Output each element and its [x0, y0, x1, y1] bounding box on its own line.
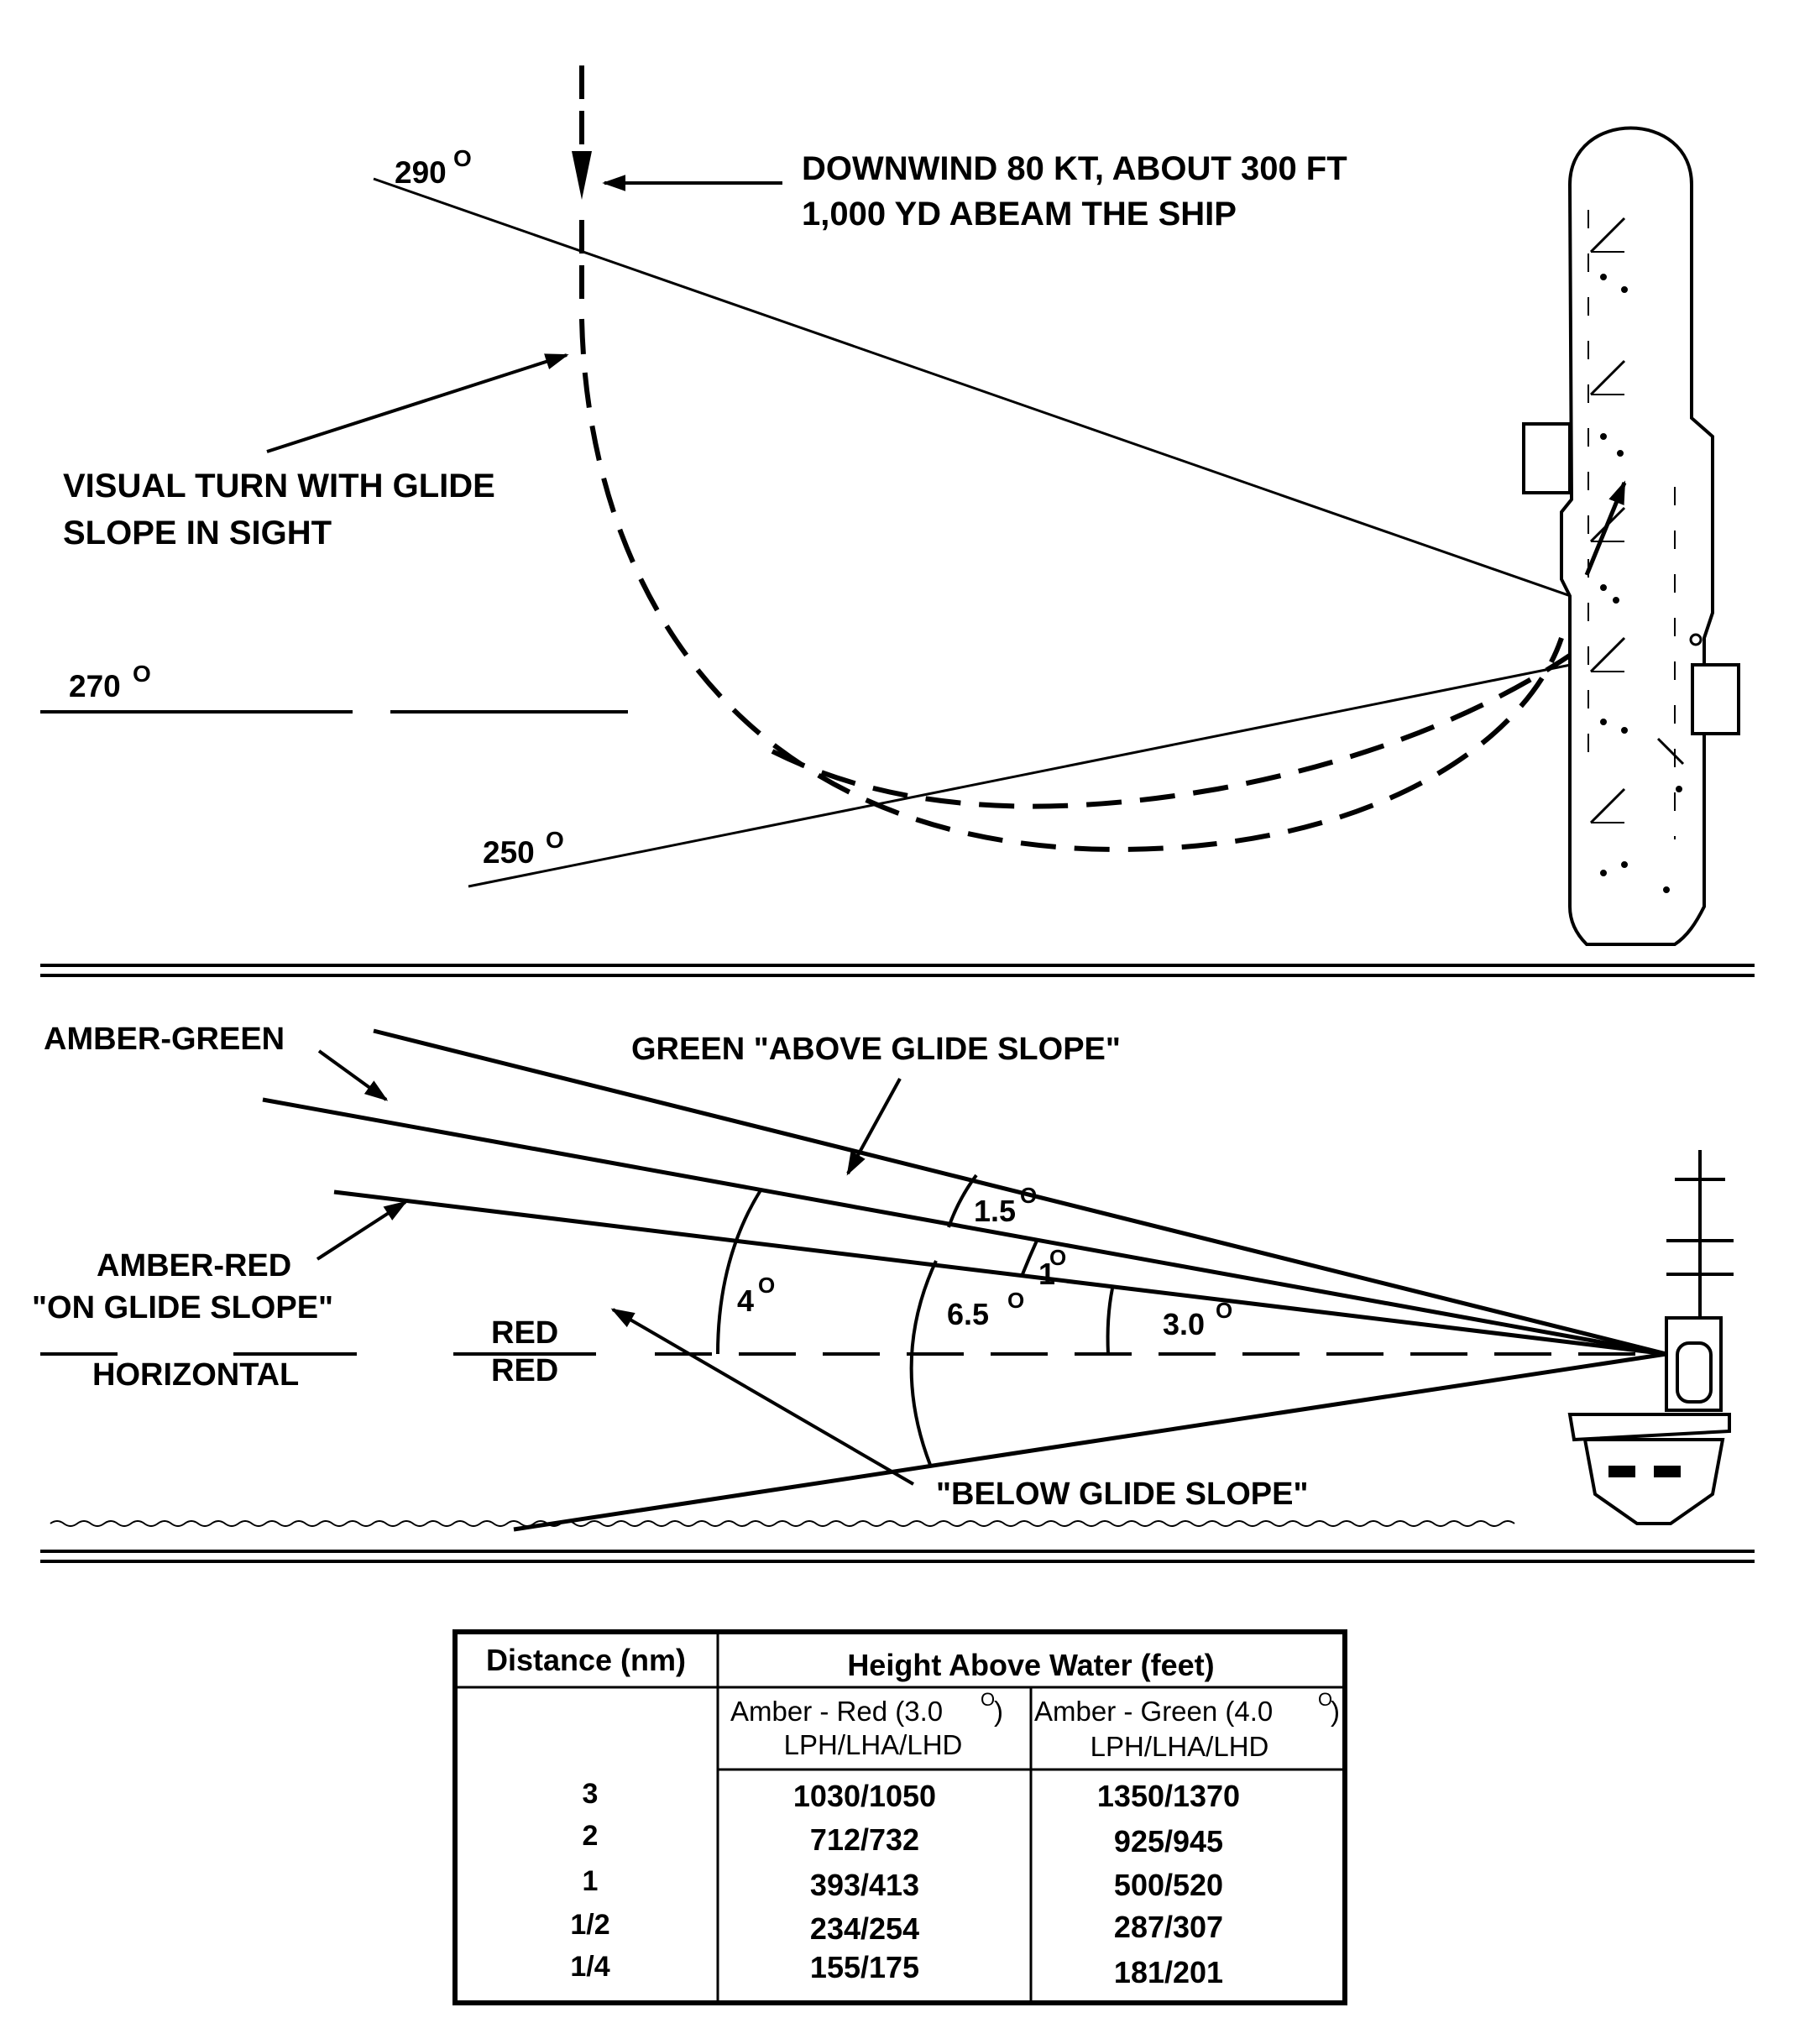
- table-cell-amber-green: 500/520: [1114, 1868, 1223, 1902]
- water-line: [50, 1520, 1515, 1527]
- inner-turn-path: [771, 635, 1597, 809]
- table-cell-amber-red: 712/732: [810, 1822, 919, 1857]
- table-cell-amber-green: 925/945: [1114, 1824, 1223, 1858]
- separator-top: [40, 964, 1755, 977]
- degree-mark: O: [1007, 1288, 1024, 1313]
- degree-mark: O: [1049, 1245, 1066, 1270]
- table-cell-distance: 2: [583, 1820, 599, 1852]
- visual-turn-path: [579, 318, 1564, 853]
- distance-header: Distance (nm): [486, 1643, 686, 1677]
- side-view-labels: AMBER-GREEN GREEN "ABOVE GLIDE SLOPE" AM…: [32, 1022, 1309, 1512]
- degree-mark: O: [1020, 1183, 1037, 1208]
- amber-green-header: Amber - Green (4.0: [1034, 1696, 1273, 1727]
- bearing-290-line: [373, 177, 1697, 641]
- table-cell-amber-green: 287/307: [1114, 1910, 1223, 1944]
- ship-plan-icon: [1522, 126, 1740, 946]
- table-cell-amber-green: 181/201: [1114, 1955, 1223, 1989]
- heading-270-label: 270: [69, 669, 121, 703]
- table-cell-distance: 3: [583, 1778, 599, 1810]
- degree-mark: O: [453, 145, 472, 171]
- height-header: Height Above Water (feet): [847, 1648, 1214, 1682]
- degree-mark: O: [1216, 1298, 1232, 1323]
- table-cell-distance: 1: [583, 1865, 599, 1897]
- bearing-250-line: [468, 638, 1697, 888]
- degree-mark: O: [546, 827, 564, 853]
- ship-side-icon: [1567, 1150, 1734, 1525]
- below-slope-line: [513, 1351, 1667, 1532]
- arc-6-5: [909, 1260, 938, 1466]
- angle-6-5-label: 6.5: [947, 1297, 989, 1331]
- angle-3-0-label: 3.0: [1163, 1307, 1205, 1341]
- amber-green-ship-types: LPH/LHA/LHD: [1091, 1731, 1269, 1762]
- green-above-label: GREEN "ABOVE GLIDE SLOPE": [631, 1032, 1121, 1067]
- arc-1: [1021, 1240, 1038, 1275]
- angle-4-label: 4: [737, 1283, 754, 1318]
- close-paren: ): [994, 1696, 1003, 1727]
- table-cell-amber-green: 1350/1370: [1097, 1779, 1240, 1813]
- amber-green-label: AMBER-GREEN: [44, 1022, 285, 1057]
- heading-290-label: 290: [395, 155, 447, 190]
- red-top-label: RED: [491, 1315, 558, 1351]
- amber-green-line: [262, 1097, 1667, 1357]
- downwind-arrowhead: [572, 151, 592, 200]
- green-upper-line: [373, 1028, 1667, 1357]
- amber-red-line: [333, 1189, 1667, 1357]
- degree-mark: O: [981, 1689, 995, 1710]
- visual-turn-label-line2: SLOPE IN SIGHT: [63, 515, 332, 552]
- red-bottom-label: RED: [491, 1353, 558, 1388]
- amber-red-label-line2: "ON GLIDE SLOPE": [32, 1290, 333, 1325]
- arc-1-5: [947, 1174, 978, 1228]
- table-cell-distance: 1/4: [570, 1951, 609, 1983]
- turn-pointer-arrow: [266, 353, 569, 453]
- amber-red-header: Amber - Red (3.0: [730, 1696, 943, 1727]
- visual-turn-label-line1: VISUAL TURN WITH GLIDE: [63, 468, 495, 504]
- downwind-label-line2: 1,000 YD ABEAM THE SHIP: [802, 196, 1237, 233]
- height-table: Distance (nm) Height Above Water (feet) …: [452, 1629, 1347, 2005]
- plan-view-labels: 290 O 270 O 250 O DOWNWIND 80 KT, ABOUT …: [63, 145, 1347, 870]
- downwind-label-line1: DOWNWIND 80 KT, ABOUT 300 FT: [802, 150, 1347, 187]
- table-cell-amber-red: 1030/1050: [793, 1779, 936, 1813]
- degree-mark: O: [1318, 1689, 1332, 1710]
- heading-250-label: 250: [483, 835, 535, 870]
- degree-mark: O: [133, 661, 151, 687]
- separator-bottom: [40, 1550, 1755, 1563]
- plan-view: [40, 65, 1740, 946]
- arc-3-0: [1106, 1288, 1114, 1355]
- side-view: [40, 1028, 1734, 1532]
- angle-1-5-label: 1.5: [974, 1194, 1016, 1228]
- below-glide-slope-label: "BELOW GLIDE SLOPE": [936, 1477, 1309, 1512]
- amber-red-ship-types: LPH/LHA/LHD: [784, 1729, 963, 1760]
- angle-1-label: 1: [1038, 1257, 1055, 1291]
- close-paren: ): [1331, 1696, 1340, 1727]
- amber-red-label-line1: AMBER-RED: [97, 1248, 291, 1283]
- arc-4: [716, 1189, 762, 1355]
- table-cell-amber-red: 155/175: [810, 1950, 919, 1984]
- horizontal-label: HORIZONTAL: [92, 1357, 299, 1393]
- table-cell-amber-red: 234/254: [810, 1911, 919, 1946]
- table-cell-distance: 1/2: [570, 1909, 609, 1941]
- table-cell-amber-red: 393/413: [810, 1868, 919, 1902]
- degree-mark: O: [758, 1273, 775, 1298]
